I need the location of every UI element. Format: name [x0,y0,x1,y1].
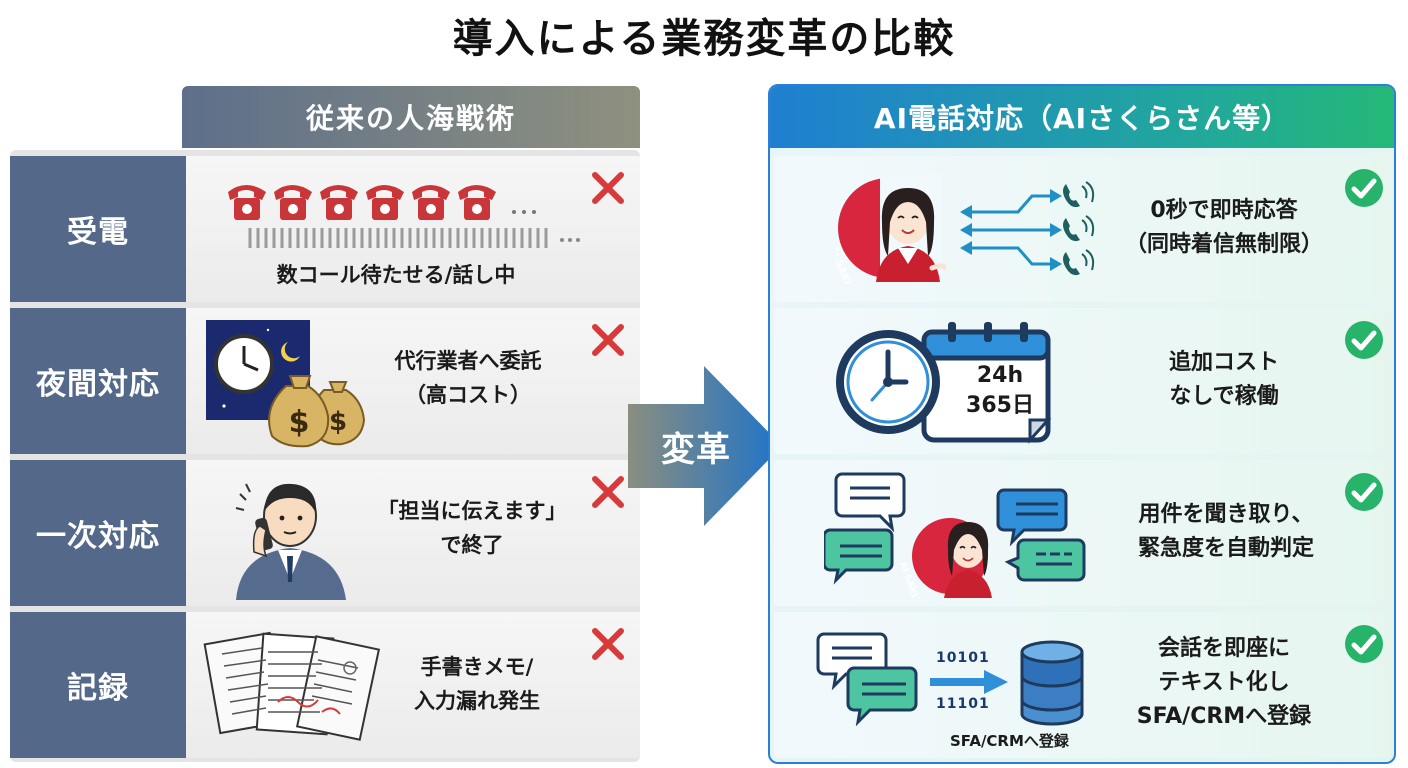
calendar-365-label: 365日 [966,393,1034,418]
clock-calendar-icon [836,322,1052,444]
check-circle-icon [1345,473,1383,511]
handwritten-memo-icon [203,631,381,741]
chat-bubbles-icon [816,632,918,726]
multi-call-arrows-icon [960,181,1095,276]
binary-line-1: 10101 [936,650,990,666]
crm-description: 会話を即座に テキスト化し SFA/CRMへ登録 [1136,636,1312,729]
right-row-crm: 10101 11101 SFA/CRMへ登録 会話を即座に テキスト化し SFA… [774,612,1390,758]
x-mark-icon [592,476,624,508]
conversation-avatar-icon: AI SAKURA [824,472,1086,598]
right-row-triage: AI SAKURA 用件を聞き取り、 緊急度を自動判定 [774,460,1390,606]
telephone-row-icon [228,185,536,220]
left-row-label: 受電 [10,156,186,302]
svg-text:$: $ [329,407,347,437]
left-row-record: 記録 手書きメモ/ 入力漏れ発生 [10,612,640,758]
receive-description: 数コール待たせる/話し中 [276,263,516,287]
busy-signal-bars [248,228,580,248]
night-clock-money-icon: $ $ [206,320,366,448]
ai-sakura-avatar-icon: AI SAKURA [836,174,946,284]
check-circle-icon [1345,169,1383,207]
x-mark-icon [592,324,624,356]
right-row-instant-answer: AI SAKURA 0秒で即時応答 （同時着信無制限） [774,156,1390,302]
record-description: 手書きメモ/ 入力漏れ発生 [414,655,540,713]
check-circle-icon [1345,321,1383,359]
no-cost-description: 追加コスト なしで稼働 [1168,350,1279,409]
left-row-label: 記録 [10,612,186,758]
operator-person-icon [235,483,346,600]
binary-line-2: 11101 [936,696,990,712]
check-circle-icon [1345,625,1383,663]
instant-answer-description: 0秒で即時応答 （同時着信無制限） [1124,198,1323,257]
svg-text:$: $ [289,405,310,440]
right-row-24h: 24h 365日 追加コスト なしで稼働 [774,308,1390,454]
left-panel-header: 従来の人海戦術 [182,86,640,148]
left-row-first-response: 一次対応 「担当に伝えます」 で終了 [10,460,640,606]
calendar-24h-label: 24h [976,363,1024,388]
left-row-receive: 受電 [10,156,640,302]
left-row-label: 夜間対応 [10,308,186,454]
data-flow-arrow-icon [930,670,1008,694]
first-response-description: 「担当に伝えます」 で終了 [377,499,567,557]
transformation-label: 変革 [661,430,731,470]
page-title: 導入による業務変革の比較 [452,16,956,62]
transformation-arrow-icon [628,366,782,526]
night-description: 代行業者へ委託 （高コスト） [394,349,542,407]
x-mark-icon [592,172,624,204]
database-caption: SFA/CRMへ登録 [950,732,1069,750]
x-mark-icon [592,628,624,660]
left-row-label: 一次対応 [10,460,186,606]
database-icon [1020,640,1084,726]
triage-description: 用件を聞き取り、 緊急度を自動判定 [1137,502,1314,561]
right-panel-header: AI電話対応（AIさくらさん等） [770,86,1394,148]
left-row-night: 夜間対応 $ $ 代行業者へ委託 （高コスト） [10,308,640,454]
